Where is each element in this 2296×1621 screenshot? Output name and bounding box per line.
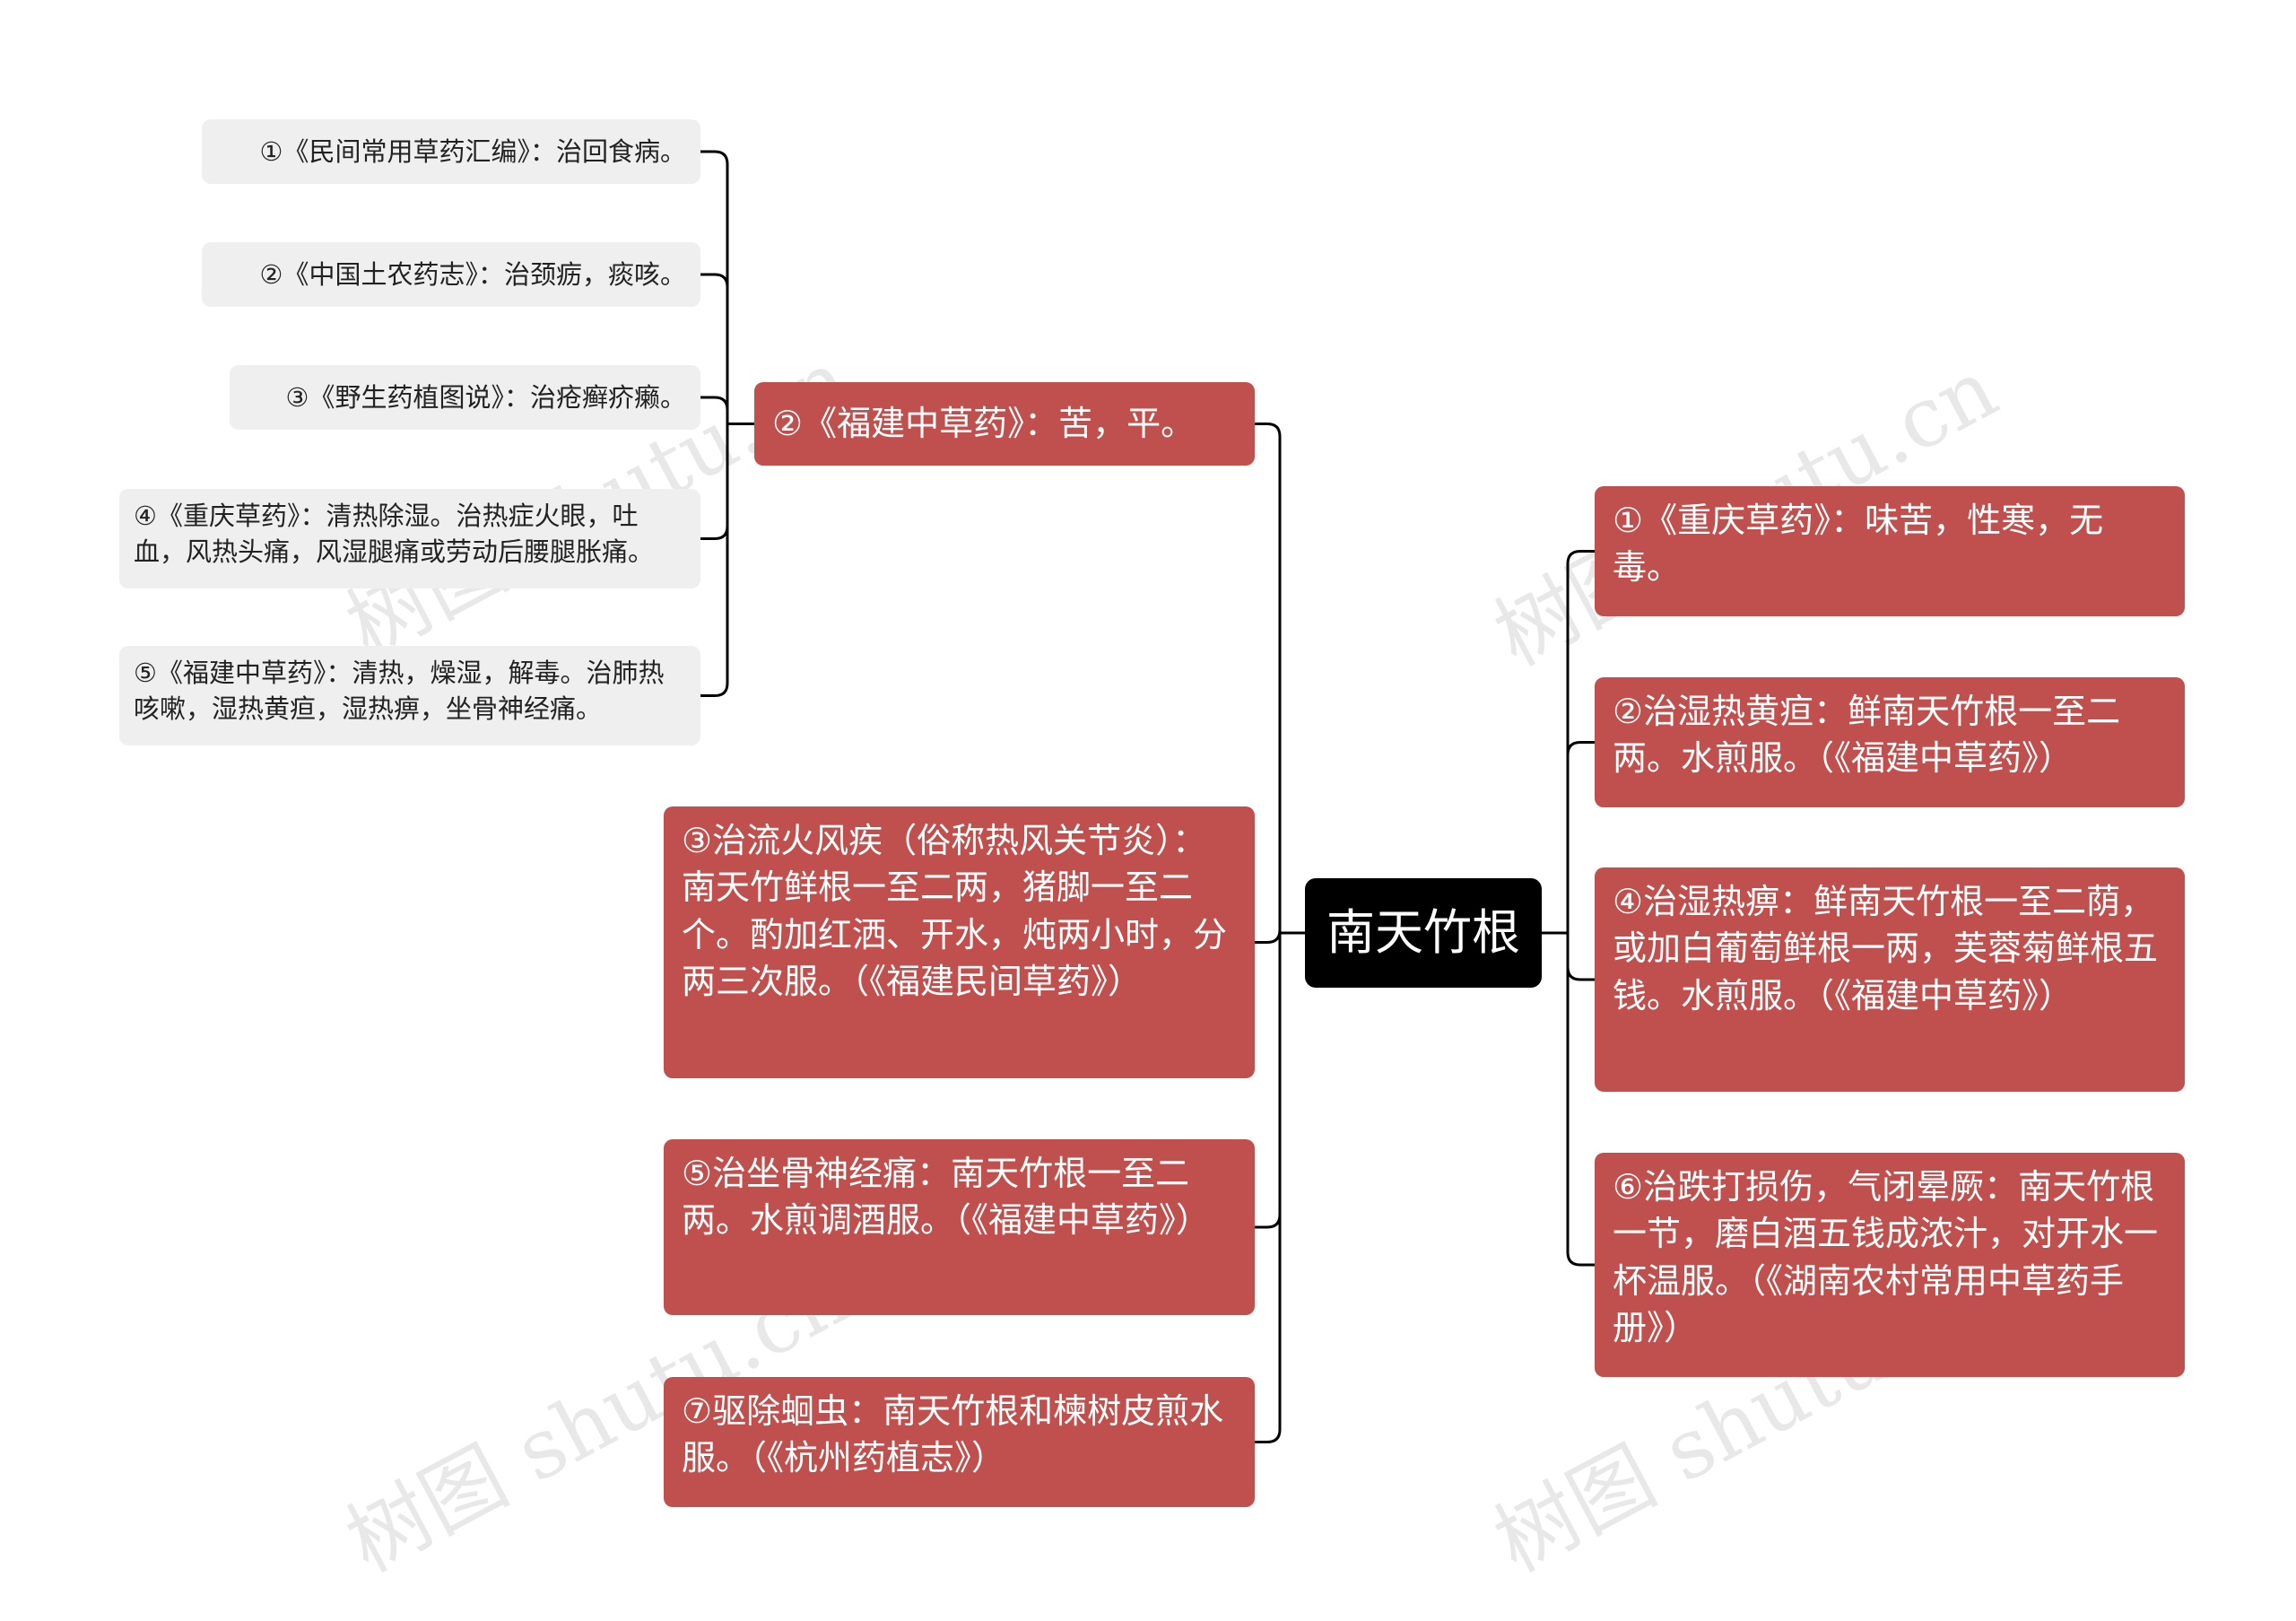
branch-label: ②治湿热黄疸：鲜南天竹根一至二两。水煎服。（《福建中草药》） [1613, 692, 2121, 779]
root-label: 南天竹根 [1326, 903, 1520, 961]
branch-node-right[interactable]: ④治湿热痹：鲜南天竹根一至二荫，或加白葡萄鲜根一两，芙蓉菊鲜根五钱。水煎服。（《… [1595, 867, 2185, 1092]
branch-label: ①《重庆草药》：味苦，性寒，无毒。 [1613, 501, 2104, 588]
connector-right [1566, 931, 1596, 981]
sub-label: ④《重庆草药》：清热除湿。治热症火眼，吐血，风热头痛，风湿腿痛或劳动后腰腿胀痛。 [134, 501, 655, 568]
sub-label: ③《野生药植图说》：治疮癣疥癞。 [285, 381, 687, 413]
branch-label: ④治湿热痹：鲜南天竹根一至二荫，或加白葡萄鲜根一两，芙蓉菊鲜根五钱。水煎服。（《… [1613, 882, 2159, 1015]
sub-label: ②《中国土农药志》：治颈疬，痰咳。 [259, 258, 687, 290]
sub-node[interactable]: ⑤《福建中草药》：清热，燥湿，解毒。治肺热咳嗽，湿热黄疸，湿热痹，坐骨神经痛。 [119, 646, 700, 745]
branch-node-right[interactable]: ②治湿热黄疸：鲜南天竹根一至二两。水煎服。（《福建中草药》） [1595, 677, 2185, 807]
branch-label: ⑤治坐骨神经痛：南天竹根一至二两。水煎调酒服。（《福建中草药》） [682, 1154, 1211, 1241]
connector-sub [699, 423, 729, 697]
connector-right [1566, 550, 1596, 935]
connector-right [1566, 741, 1596, 935]
connector-sub [699, 396, 729, 425]
connector-right [1566, 931, 1596, 1267]
sub-node[interactable]: ①《民间常用草药汇编》：治回食病。 [202, 119, 700, 184]
sub-node[interactable]: ④《重庆草药》：清热除湿。治热症火眼，吐血，风热头痛，风湿腿痛或劳动后腰腿胀痛。 [119, 489, 700, 588]
branch-label: ②《福建中草药》：苦，平。 [772, 404, 1196, 444]
branch-label: ③治流火风疾（俗称热风关节炎）：南天竹鲜根一至二两，猪脚一至二个。酌加红洒、开水… [682, 821, 1228, 1002]
branch-node-left[interactable]: ⑦驱除蛔虫：南天竹根和楝树皮煎水服。（《杭州药植志》） [664, 1377, 1255, 1507]
connector-left [1253, 931, 1282, 1443]
connector-sub [699, 150, 729, 425]
connector-sub [699, 423, 729, 540]
branch-label: ⑦驱除蛔虫：南天竹根和楝树皮煎水服。（《杭州药植志》） [682, 1391, 1224, 1478]
connector-sub [699, 273, 729, 425]
branch-label: ⑥治跌打损伤，气闭晕厥：南天竹根一节，磨白酒五钱成浓汁，对开水一杯温服。（《湖南… [1613, 1167, 2159, 1348]
branch-node-right[interactable]: ⑥治跌打损伤，气闭晕厥：南天竹根一节，磨白酒五钱成浓汁，对开水一杯温服。（《湖南… [1595, 1153, 2185, 1377]
branch-node-right[interactable]: ①《重庆草药》：味苦，性寒，无毒。 [1595, 486, 2185, 616]
branch-node-left[interactable]: ③治流火风疾（俗称热风关节炎）：南天竹鲜根一至二两，猪脚一至二个。酌加红洒、开水… [664, 806, 1255, 1078]
connector-left [1253, 931, 1282, 1229]
branch-node-left[interactable]: ②《福建中草药》：苦，平。 [754, 382, 1255, 466]
sub-label: ①《民间常用草药汇编》：治回食病。 [259, 135, 687, 167]
connector-left [1253, 929, 1282, 944]
root-node[interactable]: 南天竹根 [1305, 878, 1542, 988]
connector-left [1253, 423, 1282, 935]
sub-node[interactable]: ②《中国土农药志》：治颈疬，痰咳。 [202, 242, 700, 307]
sub-label: ⑤《福建中草药》：清热，燥湿，解毒。治肺热咳嗽，湿热黄疸，湿热痹，坐骨神经痛。 [134, 658, 665, 725]
sub-node[interactable]: ③《野生药植图说》：治疮癣疥癞。 [230, 365, 700, 430]
branch-node-left[interactable]: ⑤治坐骨神经痛：南天竹根一至二两。水煎调酒服。（《福建中草药》） [664, 1139, 1255, 1315]
